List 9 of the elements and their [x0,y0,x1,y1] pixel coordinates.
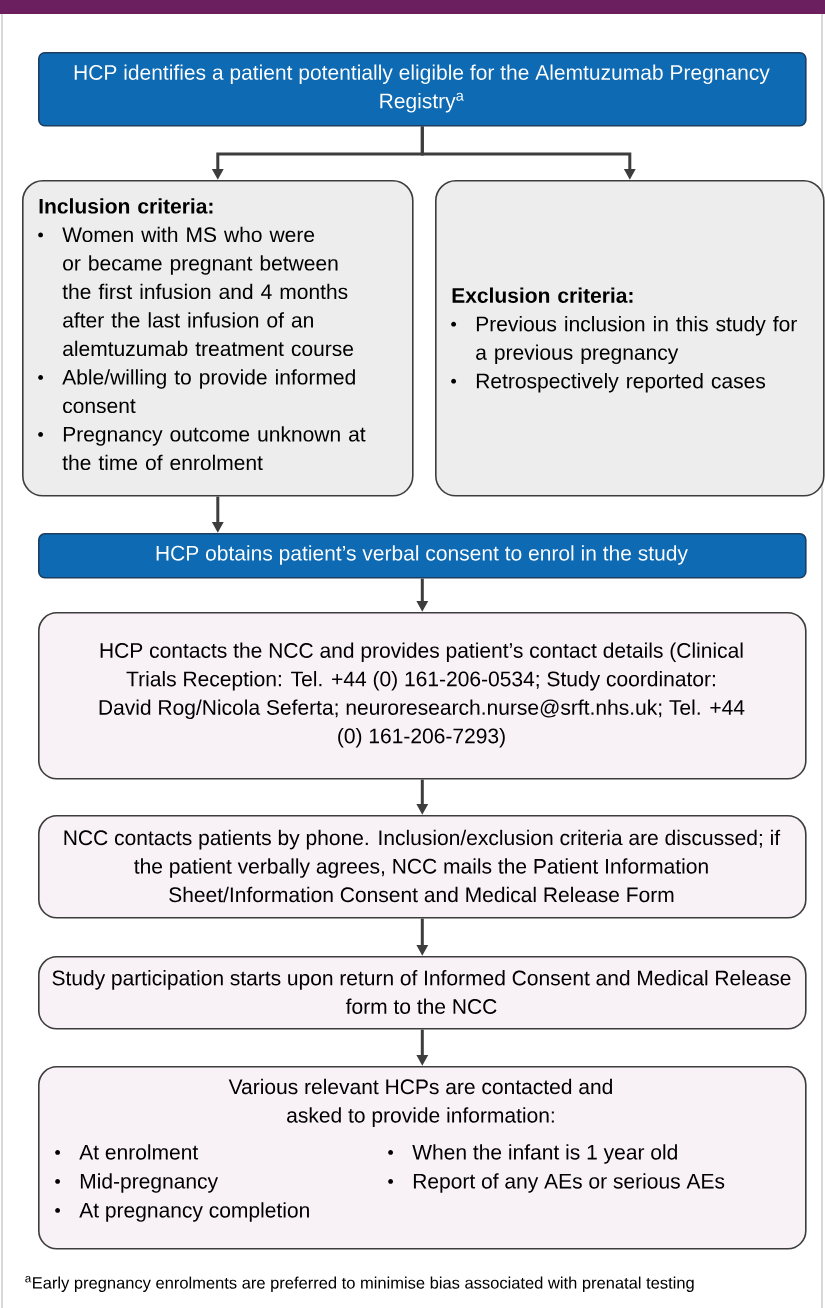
process-box: NCC contacts patients by phone. Inclusion/exclusion criteria are discussed; if the patient verbally agrees, NCC mails the Patient Information Sheet/Information Consent and Medical Release Form [38,815,807,919]
criteria-box: Inclusion criteria: Women with MS who were or became pregnant between the first infusion and 4 months after the last infusion of an alemtuzumab treatment course Able/willing to provide informed consent Pregnancy outcome unknown at the time of enrolment [22,180,414,497]
process-box: HCP contacts the NCC and provides patient’s contact details (Clinical Trials Reception: Tel. +44 (0) 161-206-0534; Study coordinator: David Rog/Nicola Seferta; neuroresearch.nurse@srft.nhs.uk; Tel. +44 (0) 161-206-7293) [38,612,807,780]
step-banner: HCP identifies a patient potentially eligible for the Alemtuzumab Pregnancy Registry$^{a}$ [38,52,807,127]
step-banner: HCP obtains patient’s verbal consent to enrol in the study [38,533,807,579]
process-box: Study participation starts upon return of Informed Consent and Medical Release form to the NCC [38,956,807,1030]
criteria-box: Exclusion criteria: Previous inclusion in this study for a previous pregnancy Retrospectively reported cases [435,180,825,497]
process-box: Various relevant HCPs are contacted and asked to provide information: At enrolment Mid-pregnancy At pregnancy completion When the infant is 1 year old Report of any AEs or serious AEs [38,1066,807,1250]
footnote: $^{a}$Early pregnancy enrolments are preferred to minimise bias associated with prenatal testing [25,1276,694,1292]
